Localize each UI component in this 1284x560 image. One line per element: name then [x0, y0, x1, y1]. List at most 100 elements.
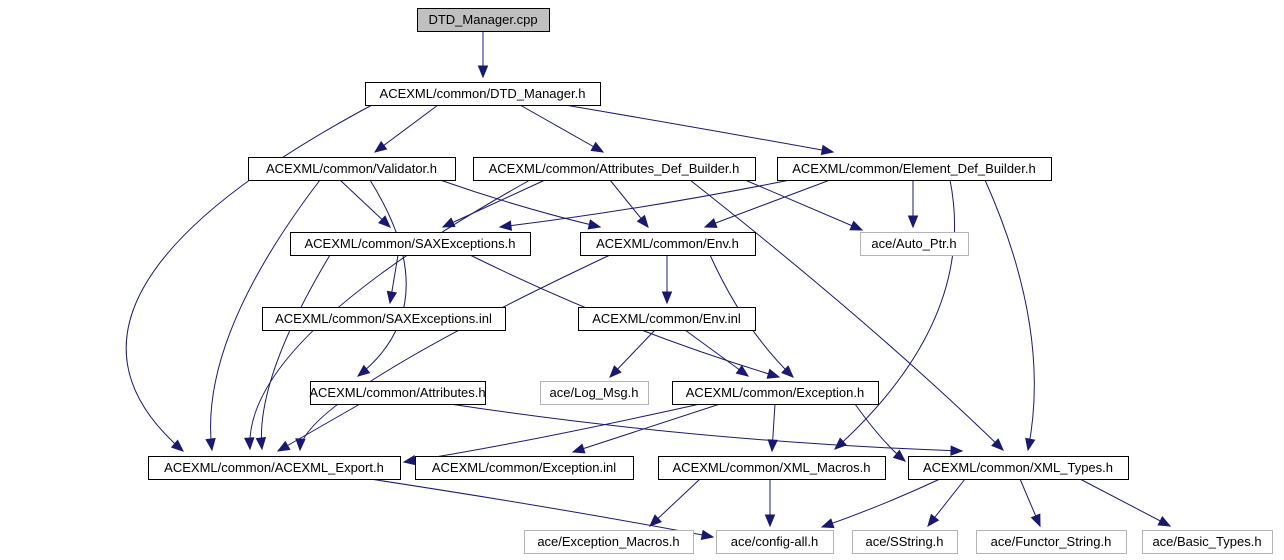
- node-functor-label: ace/Functor_String.h: [991, 534, 1112, 549]
- edge-attr_def-to-autoptr: [744, 179, 864, 231]
- edge-types-to-sstring: [927, 478, 966, 528]
- node-exc_inl[interactable]: ACEXML/common/Exception.inl: [415, 456, 634, 480]
- node-sax-box[interactable]: [290, 232, 531, 256]
- node-sax_inl[interactable]: ACEXML/common/SAXExceptions.inl: [262, 307, 506, 331]
- node-sstring-box: [852, 530, 958, 554]
- arrowhead-icon: [703, 218, 718, 228]
- node-attributes[interactable]: ACEXML/common/Attributes.h: [309, 381, 486, 405]
- node-functor: ace/Functor_String.h: [976, 530, 1127, 554]
- node-config-box: [716, 530, 834, 554]
- edge-validator-to-sax: [339, 179, 391, 228]
- node-env_inl-label: ACEXML/common/Env.inl: [592, 311, 741, 326]
- edge-dtd_h-to-attr_def: [519, 104, 605, 153]
- node-validator[interactable]: ACEXML/common/Validator.h: [248, 157, 456, 181]
- node-env-box[interactable]: [580, 232, 756, 256]
- arrowhead-icon: [571, 443, 586, 454]
- edge-attributes-to-export: [276, 403, 361, 452]
- node-exc_macros-box: [524, 530, 694, 554]
- node-attributes-box[interactable]: [310, 381, 486, 405]
- node-sax_inl-box[interactable]: [262, 307, 506, 331]
- node-validator-box[interactable]: [248, 157, 456, 181]
- arrowhead-icon: [991, 438, 1004, 451]
- arrowhead-icon: [170, 439, 184, 452]
- arrowhead-icon: [402, 455, 417, 466]
- edge-types-to-basic: [1079, 478, 1172, 527]
- node-dtd_h-box[interactable]: [365, 82, 601, 106]
- edge-export-to-config: [369, 478, 715, 541]
- edge-elem_def-to-env: [703, 179, 831, 228]
- arrowhead-icon: [820, 144, 835, 156]
- edge-exception-to-types: [854, 403, 907, 462]
- arrowhead-icon: [609, 365, 622, 378]
- edge-types-to-config: [820, 478, 941, 529]
- node-validator-label: ACEXML/common/Validator.h: [266, 161, 437, 176]
- edge-elem_def-to-macros: [834, 179, 956, 450]
- node-autoptr-box: [860, 232, 969, 256]
- node-macros[interactable]: ACEXML/common/XML_Macros.h: [658, 456, 886, 480]
- node-macros-label: ACEXML/common/XML_Macros.h: [673, 460, 871, 475]
- arrowhead-icon: [587, 219, 602, 230]
- node-elem_def[interactable]: ACEXML/common/Element_Def_Builder.h: [777, 157, 1052, 181]
- arrowhead-icon: [907, 215, 919, 229]
- node-env_inl-box[interactable]: [578, 307, 756, 331]
- edge-macros-to-exc_macros: [649, 478, 701, 527]
- arrowhead-icon: [295, 438, 306, 452]
- node-attr_def-box[interactable]: [473, 157, 756, 181]
- node-exc_inl-label: ACEXML/common/Exception.inl: [432, 460, 616, 475]
- node-export[interactable]: ACEXML/common/ACEXML_Export.h: [148, 456, 401, 480]
- edge-attributes-to-types: [449, 403, 964, 456]
- node-attr_def-label: ACEXML/common/Attributes_Def_Builder.h: [489, 161, 740, 176]
- node-env[interactable]: ACEXML/common/Env.h: [580, 232, 756, 256]
- node-config-label: ace/config-all.h: [731, 534, 818, 549]
- node-autoptr-label: ace/Auto_Ptr.h: [871, 236, 956, 251]
- arrowhead-icon: [661, 291, 673, 305]
- node-exception[interactable]: ACEXML/common/Exception.h: [672, 381, 879, 405]
- edge-attr_def-to-types: [689, 179, 1004, 451]
- node-dtd_h-label: ACEXML/common/DTD_Manager.h: [380, 86, 586, 101]
- edge-elem_def-to-autoptr: [907, 180, 919, 229]
- node-types-box[interactable]: [908, 456, 1129, 480]
- node-logmsg-label: ace/Log_Msg.h: [550, 385, 639, 400]
- node-sstring-label: ace/SString.h: [865, 534, 943, 549]
- node-types[interactable]: ACEXML/common/XML_Types.h: [908, 456, 1129, 480]
- edge-dtd_h-to-elem_def: [564, 104, 835, 156]
- node-autoptr: ace/Auto_Ptr.h: [860, 232, 969, 256]
- node-exception-box[interactable]: [672, 381, 879, 405]
- node-exc_macros: ace/Exception_Macros.h: [524, 530, 694, 554]
- node-cpp: DTD_Manager.cpp: [417, 8, 550, 32]
- node-cpp-label: DTD_Manager.cpp: [428, 12, 537, 27]
- node-elem_def-box[interactable]: [777, 157, 1052, 181]
- edge-exception-to-macros: [767, 403, 778, 453]
- edge-sax-to-sax_inl: [386, 254, 399, 305]
- node-sax-label: ACEXML/common/SAXExceptions.h: [305, 236, 516, 251]
- node-functor-box: [976, 530, 1127, 554]
- arrowhead-icon: [590, 141, 605, 153]
- node-sax[interactable]: ACEXML/common/SAXExceptions.h: [290, 232, 531, 256]
- node-export-label: ACEXML/common/ACEXML_Export.h: [164, 460, 384, 475]
- arrowhead-icon: [255, 437, 267, 451]
- node-dtd_h[interactable]: ACEXML/common/DTD_Manager.h: [365, 82, 601, 106]
- arrowhead-icon: [386, 290, 398, 305]
- node-config: ace/config-all.h: [716, 530, 834, 554]
- node-env-label: ACEXML/common/Env.h: [596, 236, 739, 251]
- arrowhead-icon: [1030, 513, 1041, 528]
- node-env_inl[interactable]: ACEXML/common/Env.inl: [578, 307, 756, 331]
- edge-elem_def-to-sax: [498, 179, 791, 231]
- edge-dtd_h-to-validator: [373, 104, 439, 153]
- node-export-box[interactable]: [148, 456, 401, 480]
- arrowhead-icon: [1025, 437, 1036, 452]
- node-attr_def[interactable]: ACEXML/common/Attributes_Def_Builder.h: [473, 157, 756, 181]
- node-macros-box[interactable]: [658, 456, 886, 480]
- arrowhead-icon: [373, 140, 388, 153]
- node-exc_macros-label: ace/Exception_Macros.h: [537, 534, 679, 549]
- arrowhead-icon: [892, 449, 907, 462]
- node-sax_inl-label: ACEXML/common/SAXExceptions.inl: [275, 311, 492, 326]
- edge-env-to-env_inl: [661, 254, 673, 305]
- edge-env_inl-to-exception: [684, 329, 750, 377]
- node-exc_inl-box[interactable]: [415, 456, 634, 480]
- arrowhead-icon: [378, 215, 391, 228]
- edge-sax-to-export: [255, 254, 331, 451]
- arrowhead-icon: [927, 513, 940, 528]
- arrowhead-icon: [849, 220, 864, 231]
